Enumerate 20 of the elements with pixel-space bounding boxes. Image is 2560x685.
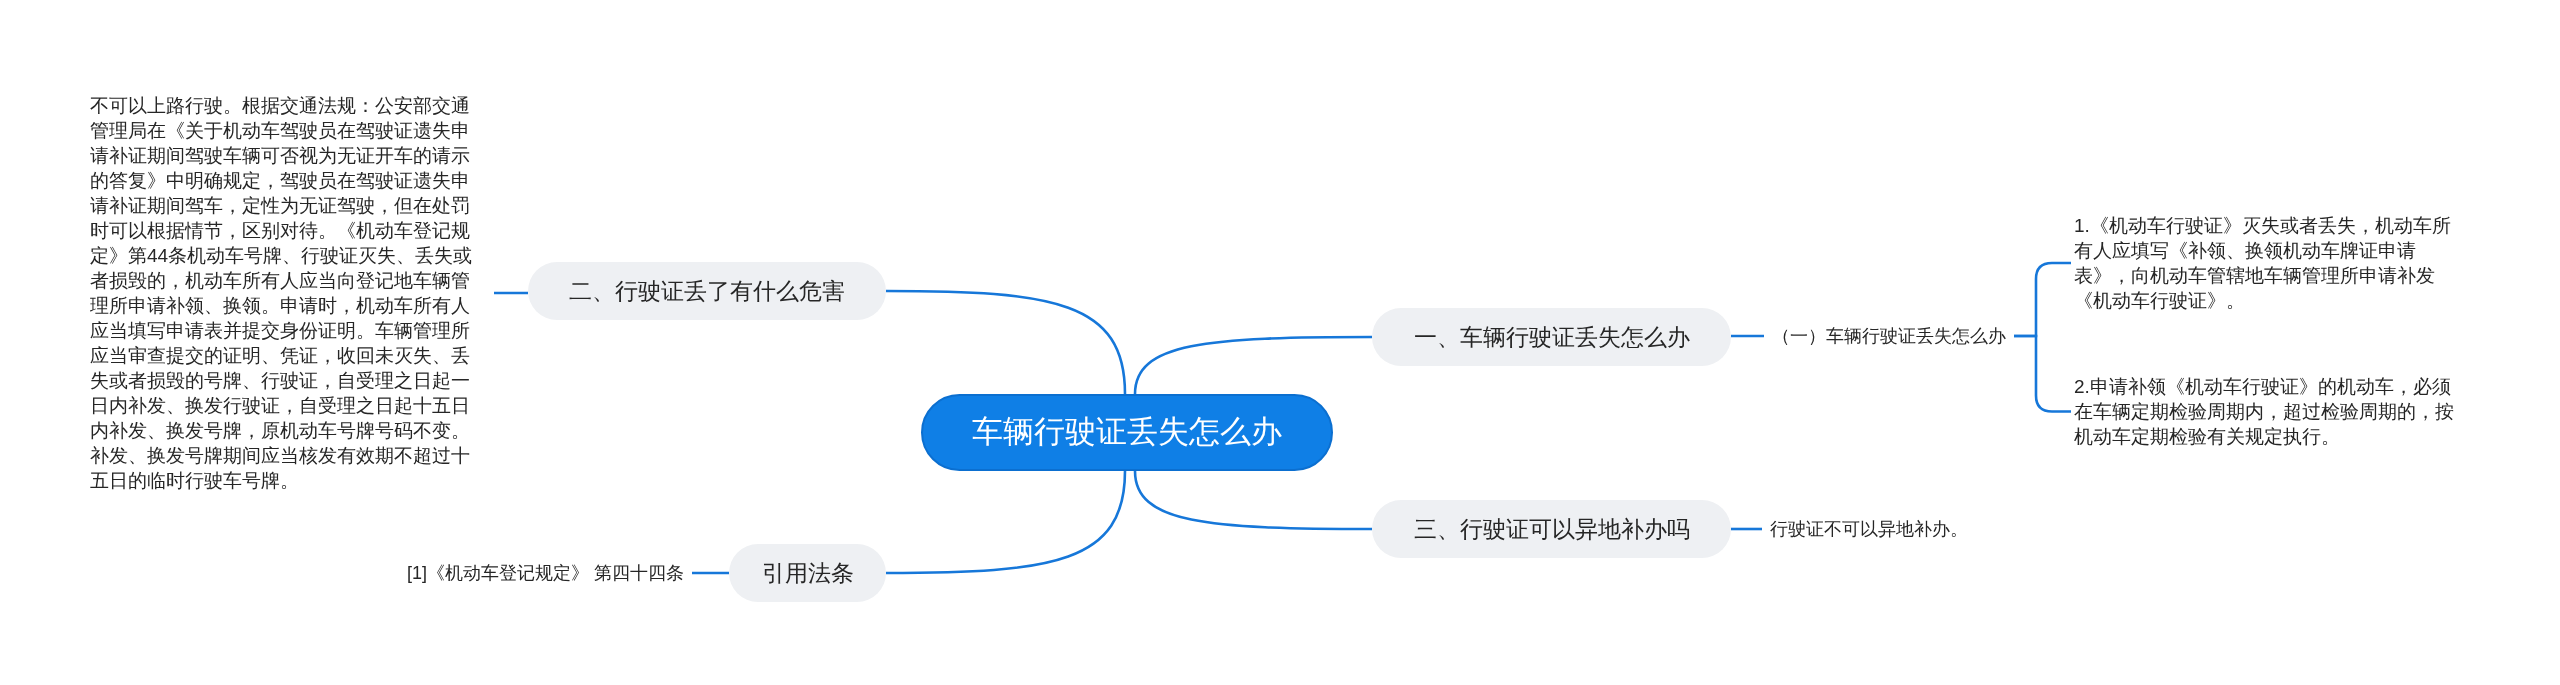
- note-text: 2.申请补领《机动车行驶证》的机动车，必须在车辆定期检验周期内，超过检验周期的，按机动车定期检验有关规定执行。: [2074, 374, 2462, 449]
- note-text: 1.《机动车行驶证》灭失或者丢失，机动车所有人应填写《补领、换领机动车牌证申请表》，向机动车管辖地车辆管理所申请补发《机动车行驶证》。: [2074, 213, 2462, 313]
- subtopic-text: [1]《机动车登记规定》 第四十四条: [407, 560, 684, 586]
- topic-pill: 一、车辆行驶证丢失怎么办: [1372, 308, 1731, 366]
- connector-line: [1731, 527, 1762, 531]
- topic-pill: 三、行驶证可以异地补办吗: [1372, 500, 1731, 558]
- subtopic-text: （一）车辆行驶证丢失怎么办: [1772, 323, 2006, 349]
- connector-line: [1133, 470, 1372, 531]
- connector-line: [494, 291, 528, 295]
- central-topic: 车辆行驶证丢失怎么办: [921, 394, 1333, 471]
- topic-pill: 二、行驶证丢了有什么危害: [528, 262, 886, 320]
- connector-line: [886, 289, 1127, 395]
- bracket-line: [2014, 334, 2071, 413]
- connector-line: [886, 470, 1127, 575]
- connector-line: [692, 571, 729, 575]
- connector-line: [1133, 335, 1372, 395]
- note-text: 不可以上路行驶。根据交通法规：公安部交通管理局在《关于机动车驾驶员在驾驶证遗失申请补证期间驾驶车辆可否视为无证开车的请示的答复》中明确规定，驾驶员在驾驶证遗失申请补证期间驾车，定性为无证驾驶，但在处罚时可以根据情节，区别对待。《机动车登记规定》第44条机动车号牌、行驶证灭失、丢失或者损毁的，机动车所有人应当向登记地车辆管理所申请补领、换领。申请时，机动车所有人应当填写申请表并提交身份证明。车辆管理所应当审查提交的证明、凭证，收回未灭失、丢失或者损毁的号牌、行驶证，自受理之日起一日内补发、换发行驶证，自受理之日起十五日内补发、换发号牌，原机动车号牌号码不变。补发、换发号牌期间应当核发有效期不超过十五日的临时行驶车号牌。: [90, 93, 486, 493]
- subtopic-text: 行驶证不可以异地补办。: [1770, 516, 1968, 542]
- connector-line: [1731, 334, 1764, 338]
- topic-pill: 引用法条: [729, 544, 886, 602]
